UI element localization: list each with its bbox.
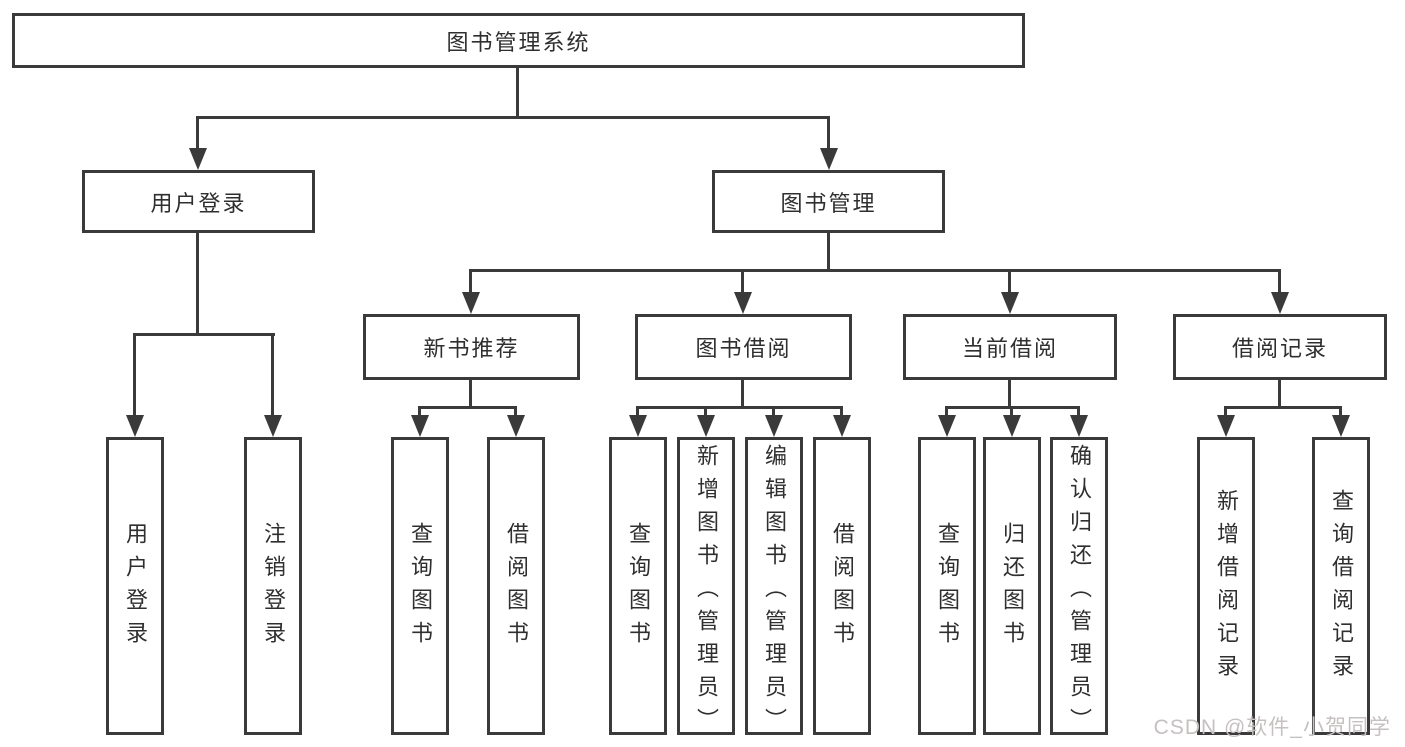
connector-drop	[271, 333, 274, 415]
node-label: 新书推荐	[423, 336, 520, 361]
arrow-down-icon	[1003, 415, 1021, 437]
connector-drop	[1077, 406, 1080, 415]
arrow-down-icon	[126, 415, 144, 437]
node-label: 借阅图书	[504, 522, 529, 654]
arrow-down-icon	[189, 148, 207, 170]
node-label: 确认归还（管理员）	[1067, 444, 1092, 741]
node-label: 查询图书	[408, 522, 433, 654]
node-label: 新增图书（管理员）	[694, 444, 719, 741]
connector-current-rail	[947, 406, 1079, 409]
connector-userlogin-stem	[196, 233, 199, 335]
arrow-down-icon	[462, 292, 480, 314]
arrow-down-icon	[1001, 292, 1019, 314]
connector-userlogin-rail	[134, 333, 275, 336]
node-library-management-system: 图书管理系统	[12, 13, 1025, 68]
arrow-down-icon	[765, 415, 783, 437]
connector-drop	[514, 406, 517, 415]
arrow-down-icon	[1217, 415, 1235, 437]
arrow-down-icon	[1271, 292, 1289, 314]
node-borrowing-records: 借阅记录	[1173, 314, 1387, 380]
leaf-query-books-current: 查询图书	[918, 437, 976, 735]
node-label: 图书管理	[780, 190, 877, 216]
connector-records-rail	[1226, 406, 1341, 409]
arrow-down-icon	[507, 415, 525, 437]
node-label: 用户登录	[123, 522, 148, 654]
node-label: 注销登录	[261, 522, 286, 654]
connector-drop	[1339, 406, 1342, 415]
leaf-query-borrow-record: 查询借阅记录	[1312, 437, 1370, 735]
node-label: 用户登录	[150, 190, 247, 216]
leaf-user-login: 用户登录	[106, 437, 164, 735]
connector-borrowing-stem	[741, 380, 744, 408]
node-label: 查询图书	[935, 522, 960, 654]
node-label: 查询图书	[626, 522, 651, 654]
connector-drop	[133, 333, 136, 415]
connector-drop	[196, 116, 199, 150]
connector-drop	[1278, 269, 1281, 292]
arrow-down-icon	[411, 415, 429, 437]
leaf-borrow-books-borrowing: 借阅图书	[813, 437, 871, 735]
node-label: 借阅记录	[1231, 336, 1328, 361]
connector-drop	[1224, 406, 1227, 415]
connector-drop	[741, 269, 744, 292]
connector-drop	[1008, 269, 1011, 292]
connector-newbook-rail	[420, 406, 516, 409]
connector-root-rail	[197, 116, 830, 119]
connector-borrowing-rail	[638, 406, 842, 409]
connector-bookmgmt-rail	[471, 269, 1280, 272]
connector-newbook-stem	[469, 380, 472, 408]
arrow-down-icon	[1070, 415, 1088, 437]
connector-drop	[827, 116, 830, 150]
connector-drop	[636, 406, 639, 415]
leaf-add-borrow-record: 新增借阅记录	[1197, 437, 1255, 735]
node-book-management: 图书管理	[712, 170, 945, 233]
connector-drop	[418, 406, 421, 415]
csdn-watermark: CSDN @软件_小贺同学	[1153, 716, 1391, 739]
connector-drop	[840, 406, 843, 415]
node-label: 图书借阅	[695, 336, 792, 361]
node-current-borrowing: 当前借阅	[903, 314, 1117, 380]
node-label: 编辑图书（管理员）	[762, 444, 787, 741]
node-user-login: 用户登录	[82, 170, 315, 233]
node-label: 查询借阅记录	[1329, 489, 1354, 687]
leaf-edit-book-admin: 编辑图书（管理员）	[745, 437, 803, 741]
leaf-confirm-return-admin: 确认归还（管理员）	[1050, 437, 1108, 741]
connector-root-stem	[516, 68, 519, 118]
connector-drop	[1010, 406, 1013, 415]
node-label: 图书管理系统	[446, 29, 591, 55]
arrow-down-icon	[629, 415, 647, 437]
connector-drop	[772, 406, 775, 415]
connector-bookmgmt-stem	[827, 233, 830, 271]
leaf-add-book-admin: 新增图书（管理员）	[677, 437, 735, 741]
connector-current-stem	[1008, 380, 1011, 408]
leaf-borrow-books-recommend: 借阅图书	[487, 437, 545, 735]
connector-records-stem	[1278, 380, 1281, 408]
leaf-query-books-borrowing: 查询图书	[609, 437, 667, 735]
node-label: 当前借阅	[961, 336, 1058, 361]
node-label: 借阅图书	[830, 522, 855, 654]
leaf-query-books-recommend: 查询图书	[391, 437, 449, 735]
arrow-down-icon	[697, 415, 715, 437]
arrow-down-icon	[820, 148, 838, 170]
connector-drop	[945, 406, 948, 415]
arrow-down-icon	[1332, 415, 1350, 437]
node-label: 新增借阅记录	[1214, 489, 1239, 687]
node-book-borrowing: 图书借阅	[635, 314, 852, 380]
arrow-down-icon	[734, 292, 752, 314]
arrow-down-icon	[938, 415, 956, 437]
leaf-return-book: 归还图书	[983, 437, 1041, 735]
leaf-logout: 注销登录	[244, 437, 302, 735]
arrow-down-icon	[833, 415, 851, 437]
node-label: 归还图书	[1000, 522, 1025, 654]
arrow-down-icon	[264, 415, 282, 437]
connector-drop	[469, 269, 472, 292]
node-new-book-recommend: 新书推荐	[363, 314, 580, 380]
connector-drop	[704, 406, 707, 415]
